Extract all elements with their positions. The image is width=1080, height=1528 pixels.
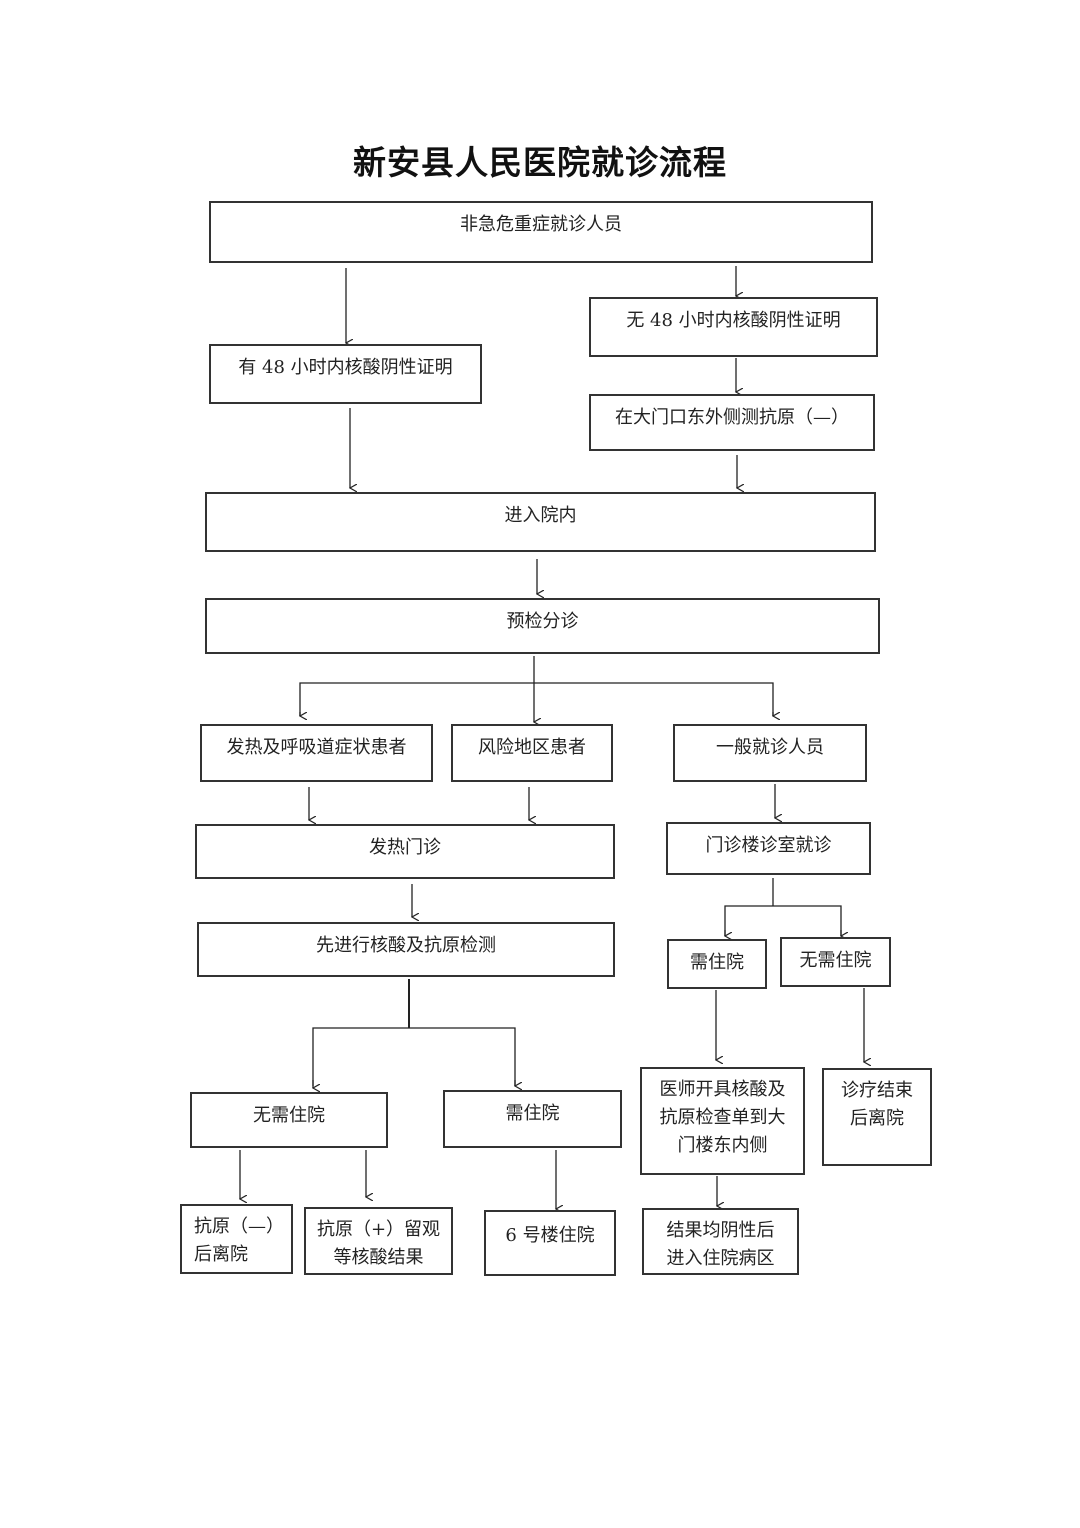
- node-no-hosp-left: 无需住院: [190, 1092, 388, 1148]
- node-doctor-order-line-2: 抗原检查单到大: [659, 1107, 786, 1128]
- node-need-hosp-right: 需住院: [667, 939, 767, 989]
- node-antigen-pos-line-2: 等核酸结果: [333, 1247, 424, 1268]
- node-results-neg-label: 结果均阴性后 进入住院病区: [650, 1217, 791, 1273]
- node-risk-area: 风险地区患者: [451, 724, 613, 782]
- node-fever-resp-label: 发热及呼吸道症状患者: [226, 737, 407, 758]
- node-triage: 预检分诊: [205, 598, 880, 654]
- node-doctor-order-line-1: 医师开具核酸及: [659, 1079, 786, 1100]
- node-antigen-neg-line-1: 抗原（—）: [194, 1216, 284, 1237]
- node-antigen-pos-line-1: 抗原（+）留观: [316, 1219, 441, 1240]
- node-enter: 进入院内: [205, 492, 876, 552]
- node-no-cert: 无 48 小时内核酸阴性证明: [589, 297, 878, 357]
- node-fever-clinic-label: 发热门诊: [369, 837, 441, 858]
- node-doctor-order-line-3: 门楼东内侧: [677, 1135, 768, 1156]
- node-end-leave-label: 诊疗结束 后离院: [830, 1077, 924, 1133]
- node-end-leave: 诊疗结束 后离院: [822, 1068, 932, 1166]
- node-no-hosp-left-label: 无需住院: [253, 1105, 325, 1126]
- node-no-hosp-right: 无需住院: [780, 937, 891, 987]
- node-antigen-pos-label: 抗原（+）留观 等核酸结果: [312, 1216, 445, 1272]
- node-triage-label: 预检分诊: [506, 611, 579, 632]
- node-doctor-order-label: 医师开具核酸及 抗原检查单到大 门楼东内侧: [648, 1076, 797, 1160]
- triage-branch-bar: [299, 682, 774, 716]
- node-results-neg-line-1: 结果均阴性后: [666, 1220, 775, 1241]
- node-need-hosp-left-label: 需住院: [505, 1103, 560, 1124]
- node-fever-resp: 发热及呼吸道症状患者: [200, 724, 433, 782]
- node-has-cert: 有 48 小时内核酸阴性证明: [209, 344, 482, 404]
- node-antigen-neg: 抗原（—） 后离院: [180, 1204, 293, 1274]
- test-branch-bar: [312, 1027, 516, 1086]
- node-antigen-pos: 抗原（+）留观 等核酸结果: [304, 1207, 453, 1275]
- node-antigen-neg-line-2: 后离院: [194, 1244, 248, 1265]
- node-building6-label: 6 号楼住院: [505, 1225, 595, 1246]
- node-end-leave-line-1: 诊疗结束: [841, 1080, 913, 1101]
- node-general-label: 一般就诊人员: [716, 737, 824, 758]
- node-enter-label: 进入院内: [504, 505, 577, 526]
- node-no-hosp-right-label: 无需住院: [799, 950, 872, 971]
- node-general: 一般就诊人员: [673, 724, 867, 782]
- node-building6: 6 号楼住院: [484, 1210, 616, 1276]
- node-nat-antigen: 先进行核酸及抗原检测: [197, 922, 615, 977]
- node-outpatient: 门诊楼诊室就诊: [666, 822, 871, 875]
- node-results-neg-line-2: 进入住院病区: [666, 1248, 775, 1269]
- node-need-hosp-left: 需住院: [443, 1090, 622, 1148]
- node-doctor-order: 医师开具核酸及 抗原检查单到大 门楼东内侧: [640, 1067, 805, 1175]
- node-results-neg: 结果均阴性后 进入住院病区: [642, 1208, 799, 1275]
- node-has-cert-label: 有 48 小时内核酸阴性证明: [238, 357, 453, 378]
- node-non-urgent: 非急危重症就诊人员: [209, 201, 873, 263]
- node-no-cert-label: 无 48 小时内核酸阴性证明: [626, 310, 841, 331]
- node-nat-antigen-label: 先进行核酸及抗原检测: [316, 935, 496, 956]
- node-fever-clinic: 发热门诊: [195, 824, 615, 879]
- node-outpatient-label: 门诊楼诊室就诊: [705, 835, 832, 856]
- node-need-hosp-right-label: 需住院: [690, 952, 744, 973]
- page-title: 新安县人民医院就诊流程: [353, 143, 727, 182]
- node-risk-area-label: 风险地区患者: [478, 737, 586, 758]
- node-antigen-neg-label: 抗原（—） 后离院: [194, 1213, 284, 1269]
- node-end-leave-line-2: 后离院: [850, 1108, 904, 1129]
- node-antigen-test: 在大门口东外侧测抗原（—）: [589, 394, 875, 451]
- node-antigen-test-label: 在大门口东外侧测抗原（—）: [615, 407, 849, 428]
- outpatient-branch-bar: [724, 905, 842, 936]
- node-non-urgent-label: 非急危重症就诊人员: [460, 214, 622, 235]
